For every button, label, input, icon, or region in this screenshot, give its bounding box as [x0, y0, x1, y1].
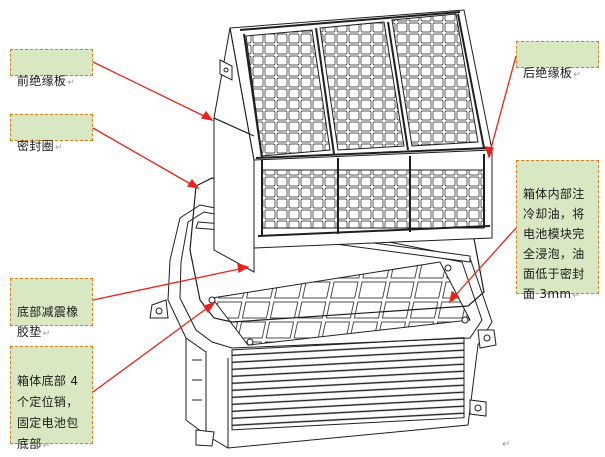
leader-locating-pins	[92, 301, 216, 393]
paragraph-mark-icon: ↵	[54, 143, 63, 153]
callout-front-insulating-plate-text: 前绝缘板	[17, 74, 67, 88]
locating-pin	[208, 296, 216, 304]
paragraph-mark-icon: ↵	[42, 329, 51, 339]
leader-lines	[92, 55, 517, 393]
battery-module	[213, 9, 493, 273]
leader-rubber-pad	[92, 263, 250, 301]
paragraph-mark-icon: ↵	[573, 70, 582, 80]
front-insulating-plate	[213, 117, 255, 273]
leader-rear-plate	[485, 55, 517, 159]
paragraph-mark-icon: ↵	[502, 439, 511, 450]
paragraph-mark-icon: ↵	[572, 291, 581, 301]
callout-seal-ring: 密封圈↵	[10, 114, 93, 153]
cooling-fins	[231, 337, 465, 431]
callout-rubber-pad: 底部减震橡 胶垫↵	[10, 278, 93, 339]
callout-cooling-oil-note: 箱体内部注 冷却油，将 电池模块完 全浸泡，油 面低于密封 面 3mm↵	[516, 160, 599, 301]
callout-rubber-pad-text: 底部减震橡 胶垫	[17, 305, 79, 339]
callout-locating-pins-text: 箱体底部 4 个定位销， 固定电池包 底部	[17, 374, 79, 451]
leader-front-plate	[92, 61, 214, 121]
leader-oil-note	[449, 227, 517, 304]
callout-locating-pins: 箱体底部 4 个定位销， 固定电池包 底部↵	[10, 346, 93, 451]
locating-pin	[444, 264, 452, 272]
callout-seal-ring-text: 密封圈	[17, 139, 54, 153]
paragraph-mark-icon: ↵	[42, 441, 51, 451]
callout-cooling-oil-note-text: 箱体内部注 冷却油，将 电池模块完 全浸泡，油 面低于密封 面 3mm	[523, 187, 585, 301]
locating-pin	[246, 338, 254, 346]
callout-rear-insulating-plate: 后绝缘板↵	[516, 41, 599, 80]
locating-pin	[461, 316, 469, 324]
callout-rear-insulating-plate-text: 后绝缘板	[523, 66, 573, 80]
paragraph-mark-icon: ↵	[67, 78, 76, 88]
leader-seal-ring	[92, 127, 200, 189]
callout-front-insulating-plate: 前绝缘板↵	[10, 49, 93, 88]
